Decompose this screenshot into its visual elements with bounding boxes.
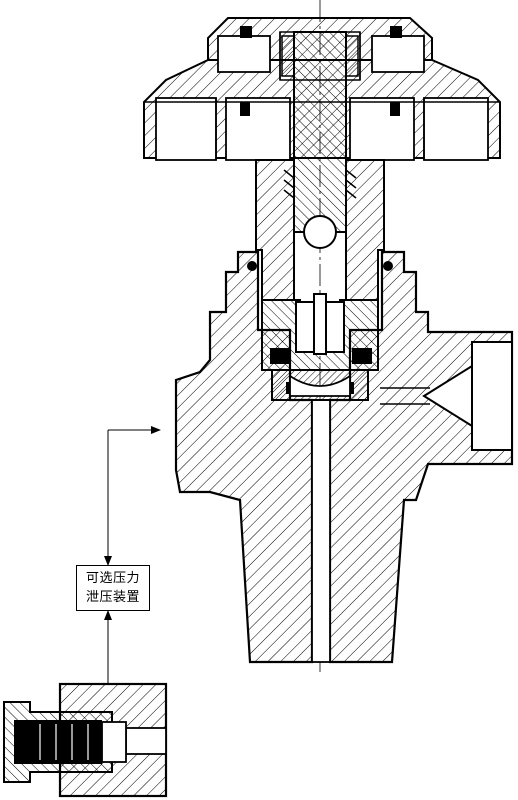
stem (293, 31, 347, 233)
label-line-1: 可选压力 (85, 571, 140, 586)
leader-lines (104, 426, 161, 684)
ball (303, 215, 337, 249)
relief-device (3, 682, 168, 798)
relief-device-label: 可选压力 泄压装置 (76, 565, 150, 611)
label-line-2: 泄压装置 (85, 590, 140, 605)
